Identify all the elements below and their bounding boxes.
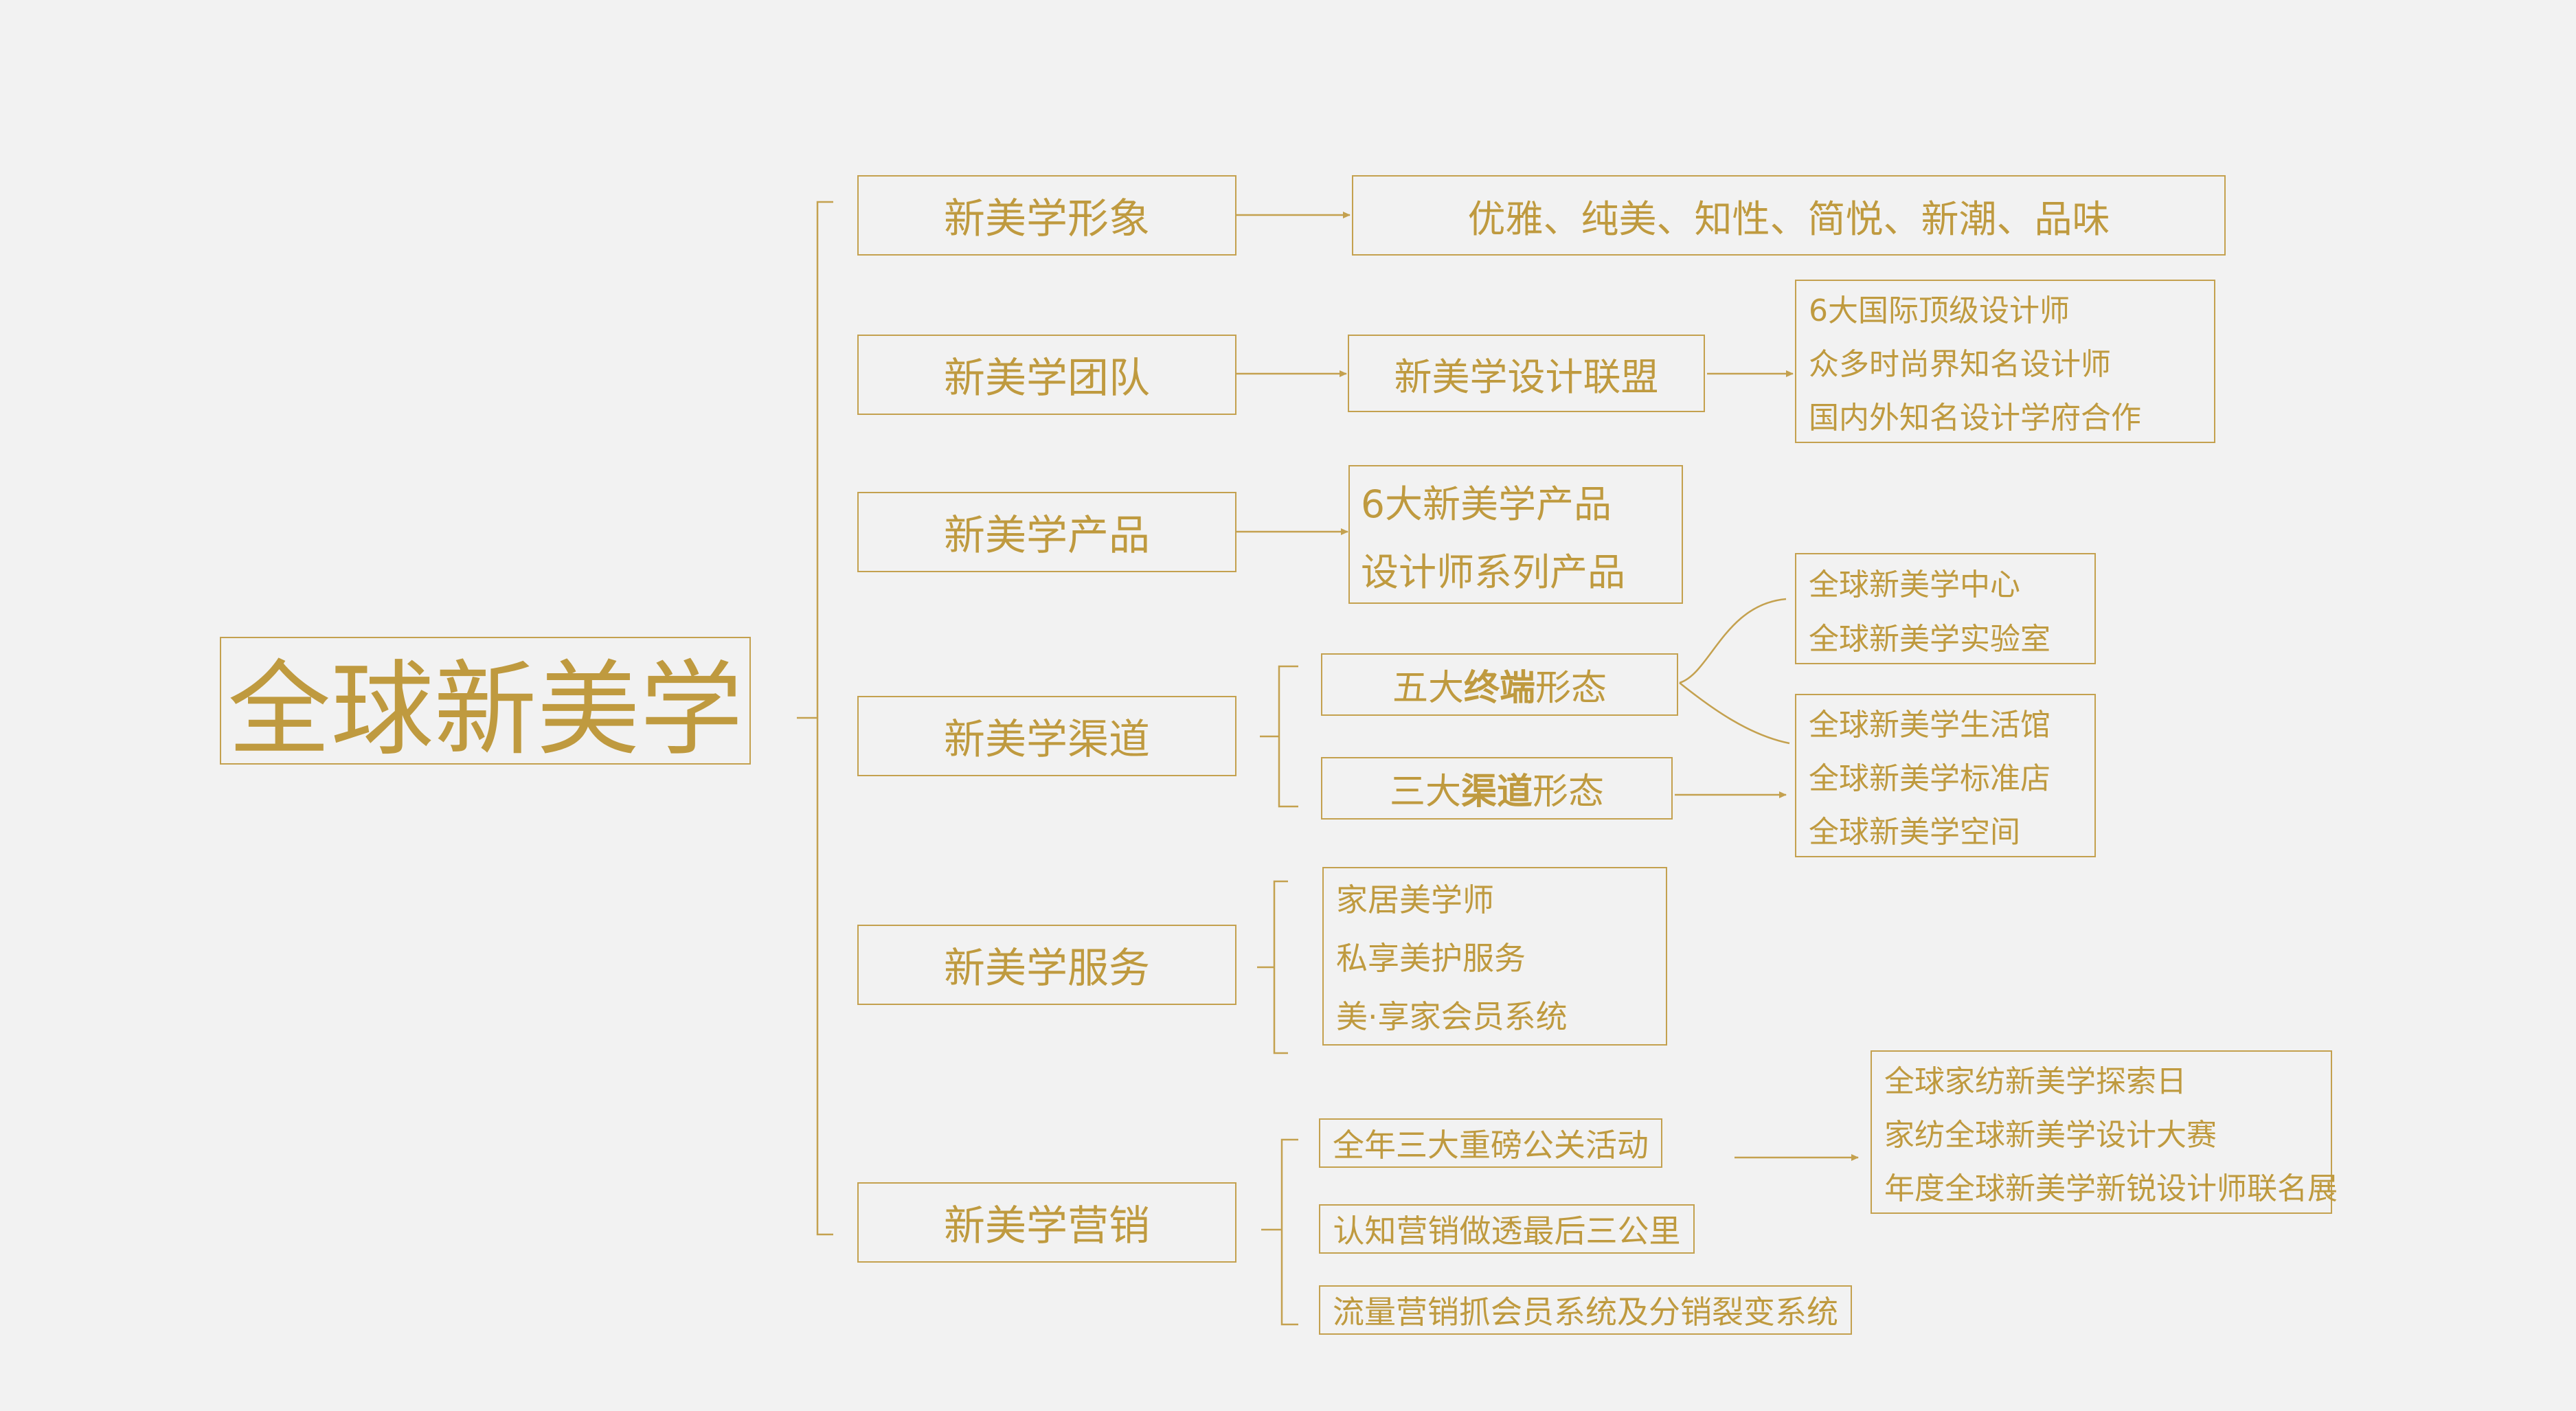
terminal-items: 全球新美学中心 全球新美学实验室 [1795, 553, 2096, 664]
image-traits: 优雅、纯美、知性、简悦、新潮、品味 [1352, 175, 2226, 256]
service-items: 家居美学师 私享美护服务 美·享家会员系统 [1322, 867, 1667, 1046]
list-item: 设计师系列产品 [1361, 550, 1626, 594]
branch-service-label: 新美学服务 [944, 945, 1150, 993]
marketing-events: 全球家纺新美学探索日 家纺全球新美学设计大赛 年度全球新美学新锐设计师联名展 [1871, 1050, 2338, 1214]
team-members: 6大国际顶级设计师 众多时尚界知名设计师 国内外知名设计学府合作 [1795, 280, 2215, 443]
branch-service: 新美学服务 [857, 925, 1236, 1005]
channel-form-text: 三大渠道形态 [1389, 771, 1605, 813]
list-item: 全球新美学标准店 [1809, 761, 2050, 796]
list-item: 全球家纺新美学探索日 [1884, 1064, 2187, 1099]
service-bracket [1257, 880, 1288, 1054]
list-item: 众多时尚界知名设计师 [1809, 347, 2111, 382]
list-item: 全球新美学实验室 [1809, 621, 2050, 657]
list-item: 美·享家会员系统 [1336, 998, 1568, 1036]
team-alliance-text: 新美学设计联盟 [1394, 354, 1659, 399]
list-item: 私享美护服务 [1336, 939, 1526, 977]
main-bracket [797, 201, 833, 1236]
root-node: 全球新美学 [220, 637, 751, 770]
terminal-curve-up [1679, 598, 1787, 684]
marketing-bracket [1261, 1138, 1298, 1326]
branch-image: 新美学形象 [857, 175, 1236, 256]
team-alliance: 新美学设计联盟 [1348, 335, 1705, 412]
branch-channel-label: 新美学渠道 [944, 716, 1150, 764]
branch-channel: 新美学渠道 [857, 696, 1236, 776]
marketing-cognition: 认知营销做透最后三公里 [1319, 1204, 1695, 1254]
marketing-traffic-text: 流量营销抓会员系统及分销裂变系统 [1333, 1294, 1838, 1331]
channel-channel-form: 三大渠道形态 [1321, 757, 1673, 820]
list-item: 全球新美学生活馆 [1809, 708, 2050, 743]
list-item: 全球新美学空间 [1809, 815, 2020, 850]
marketing-activity-text: 全年三大重磅公关活动 [1333, 1127, 1649, 1164]
list-item: 6大国际顶级设计师 [1809, 293, 2070, 328]
channel-items: 全球新美学生活馆 全球新美学标准店 全球新美学空间 [1795, 694, 2096, 857]
branch-product: 新美学产品 [857, 492, 1236, 572]
product-items: 6大新美学产品 设计师系列产品 [1348, 465, 1683, 604]
list-item: 全球新美学中心 [1809, 567, 2020, 602]
terminal-curve-down [1679, 682, 1790, 745]
branch-marketing-label: 新美学营销 [944, 1202, 1150, 1250]
list-item: 家居美学师 [1336, 881, 1494, 918]
list-item: 年度全球新美学新锐设计师联名展 [1884, 1171, 2338, 1206]
branch-image-label: 新美学形象 [944, 195, 1150, 243]
branch-team-label: 新美学团队 [944, 354, 1150, 403]
marketing-traffic: 流量营销抓会员系统及分销裂变系统 [1319, 1285, 1852, 1335]
branch-team: 新美学团队 [857, 335, 1236, 415]
marketing-cognition-text: 认知营销做透最后三公里 [1333, 1212, 1681, 1250]
marketing-activity: 全年三大重磅公关活动 [1319, 1118, 1662, 1168]
terminal-form-text: 五大终端形态 [1392, 668, 1607, 709]
list-item: 6大新美学产品 [1361, 482, 1612, 526]
image-traits-text: 优雅、纯美、知性、简悦、新潮、品味 [1467, 196, 2110, 241]
list-item: 国内外知名设计学府合作 [1809, 400, 2141, 436]
channel-bracket [1260, 665, 1298, 808]
channel-terminal-form: 五大终端形态 [1321, 653, 1678, 716]
list-item: 家纺全球新美学设计大赛 [1884, 1118, 2217, 1153]
root-title: 全球新美学 [227, 650, 743, 770]
branch-product-label: 新美学产品 [944, 512, 1150, 560]
branch-marketing: 新美学营销 [857, 1182, 1236, 1263]
